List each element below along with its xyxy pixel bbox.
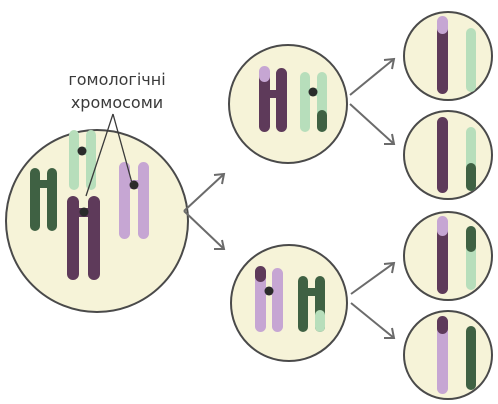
gamete-cell-1 bbox=[403, 11, 493, 101]
arrows-division-2 bbox=[349, 57, 396, 339]
centromere bbox=[308, 87, 318, 97]
centromere bbox=[77, 146, 87, 156]
chromosome-dark-green-duplicated bbox=[30, 168, 57, 231]
centromere bbox=[264, 286, 274, 296]
chromosome-recombinant-purple bbox=[259, 66, 287, 132]
chromosome-recombinant-purple bbox=[255, 266, 283, 332]
gamete-cell-2 bbox=[403, 110, 493, 200]
chromosome-recombinant-green bbox=[300, 72, 327, 132]
annotation-line-2: хромосоми bbox=[70, 93, 164, 112]
annotation-line-1: гомологічні bbox=[68, 70, 166, 89]
daughter-cell-bottom bbox=[230, 244, 348, 362]
centromere bbox=[129, 180, 139, 190]
daughter-cell-top bbox=[228, 44, 348, 164]
centromere bbox=[79, 207, 89, 217]
chromosome-dark-purple-duplicated bbox=[67, 196, 100, 280]
parent-cell bbox=[5, 113, 189, 313]
gamete-cell-4 bbox=[403, 310, 493, 400]
annotation-pointer bbox=[85, 113, 133, 197]
homologous-chromosomes-label: гомологічні хромосоми bbox=[42, 68, 192, 114]
chromosome-light-purple-duplicated bbox=[119, 162, 149, 239]
chromosome-recombinant-green bbox=[298, 276, 325, 332]
gamete-cell-3 bbox=[403, 211, 493, 301]
arrows-division-1 bbox=[183, 172, 226, 250]
